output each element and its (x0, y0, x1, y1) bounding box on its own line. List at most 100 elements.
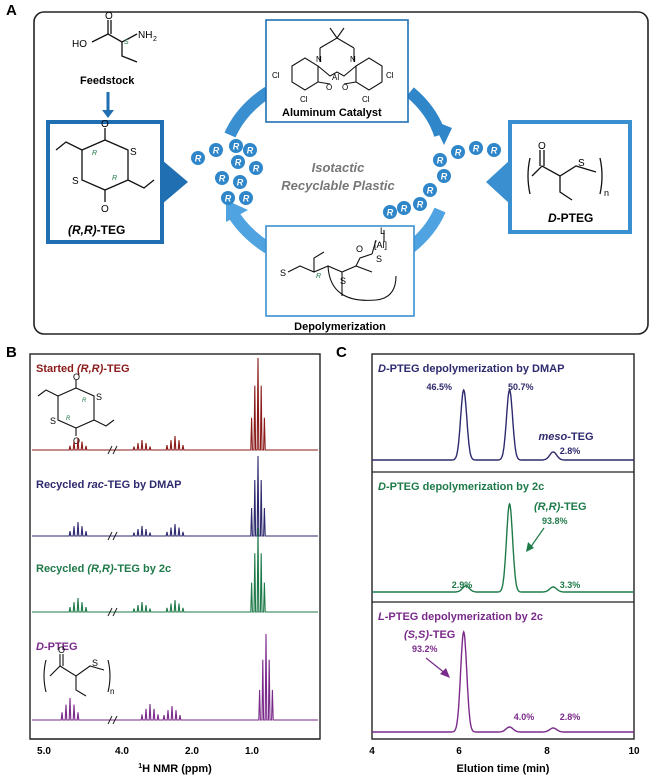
nmr-frame (29, 353, 321, 740)
gpc-title-1: D-PTEG depolymerization by 2c (378, 481, 544, 493)
nmr-poly-n: n (110, 687, 114, 696)
monomer-structure (55, 128, 155, 202)
gpc2-arrow (425, 657, 447, 675)
nmr-monomer-structure (37, 380, 115, 436)
panel-a: HO O NH 2 S Feedstock O S S O R R (R,R)-… (33, 11, 649, 335)
monomer-s-right: S (130, 147, 137, 158)
gpc2-peak-1: 4.0% (514, 712, 535, 722)
nmr-label-3: D-PTEG (36, 641, 78, 653)
gpc-trace-1 (372, 502, 634, 593)
polymer-s: S (578, 158, 585, 169)
gpc0-peak-0: 46.5% (426, 382, 452, 392)
gpc2-peak-2: 2.8% (560, 712, 581, 722)
beads-right (383, 141, 501, 219)
catalyst-o1: O (326, 83, 332, 92)
gpc2-annot: (S,S)-TEG (404, 629, 455, 641)
atom-ho: HO (72, 39, 87, 50)
gpc-tick-1: 6 (456, 746, 462, 757)
depoly-al: [Al] (374, 240, 387, 250)
catalyst-cl2: Cl (386, 71, 394, 80)
monomer-label: (R,R)-TEG (68, 223, 125, 237)
beads-left (191, 139, 263, 205)
gpc-tick-2: 8 (544, 746, 550, 757)
gpc-traces (372, 388, 634, 733)
polymer-label: D-PTEG (548, 211, 593, 225)
arrow-head-catalyst (432, 120, 452, 145)
depoly-o1: O (356, 244, 363, 254)
nmr-trace-0 (32, 357, 318, 451)
gpc-frame (371, 353, 635, 740)
gpc1-peak-0: 2.9% (452, 580, 473, 590)
arrow-head-depoly (226, 200, 248, 222)
gpc-tick-3: 10 (628, 746, 640, 757)
catalyst-box (265, 19, 409, 123)
polymer-n: n (604, 188, 609, 198)
catalyst-n1: N (316, 55, 322, 64)
nmr-label-1: Recycled rac-TEG by DMAP (36, 479, 182, 491)
nmr-xlabel: 1H NMR (ppm) (138, 763, 212, 775)
gpc-xlabel: Elution time (min) (457, 763, 550, 775)
catalyst-cl1: Cl (272, 71, 280, 80)
polymer-box-pointer (486, 160, 510, 204)
panel-a-letter: A (6, 2, 17, 19)
nmr-mono-o1: O (73, 372, 80, 382)
nmr-trace-labels: Started (R,R)-TEG Recycled rac-TEG by DM… (36, 363, 182, 653)
nmr-poly-o: O (58, 645, 65, 655)
monomer-r2: R (112, 175, 117, 182)
panel-b-nmr: Started (R,R)-TEG Recycled rac-TEG by DM… (29, 353, 321, 775)
panel-a-frame (33, 11, 649, 335)
gpc0-annot: meso-TEG (538, 431, 593, 443)
nmr-mono-s2: S (50, 416, 56, 426)
gpc1-annot: (R,R)-TEG (534, 501, 587, 513)
catalyst-o2: O (342, 83, 348, 92)
feedstock-structure (91, 20, 138, 63)
gpc1-peak-2: 3.3% (560, 580, 581, 590)
atom-nh2-sub: 2 (153, 36, 157, 43)
catalyst-cl3: Cl (300, 95, 308, 104)
feedstock-label: Feedstock (80, 75, 135, 87)
monomer-r1: R (92, 150, 97, 157)
nmr-axis-break (107, 531, 118, 541)
nmr-polymer-structure (43, 654, 111, 697)
nmr-tick-1: 4.0 (115, 746, 129, 757)
catalyst-al: Al (332, 73, 339, 82)
polymer-o: O (538, 141, 546, 152)
nmr-tick-0: 5.0 (37, 746, 51, 757)
catalyst-label: Aluminum Catalyst (282, 107, 382, 119)
nmr-tick-3: 1.0 (245, 746, 259, 757)
center-line1: Isotactic (312, 160, 366, 175)
nmr-label-0: Started (R,R)-TEG (36, 363, 130, 375)
depoly-r: R (316, 273, 321, 280)
gpc0-peak-1: 50.7% (508, 382, 534, 392)
monomer-s-left: S (72, 176, 79, 187)
polymer-box (508, 120, 632, 234)
nmr-mono-r2: R (66, 416, 71, 422)
panel-b-letter: B (6, 344, 17, 361)
nmr-axis-break (107, 607, 118, 617)
nmr-mono-o2: O (73, 436, 80, 446)
gpc-title-2: L-PTEG depolymerization by 2c (378, 611, 543, 623)
polymer-structure (527, 150, 603, 201)
nmr-tick-2: 2.0 (185, 746, 199, 757)
center-line2: Recyclable Plastic (281, 178, 395, 193)
depoly-l: L (380, 226, 385, 236)
nmr-poly-s: S (92, 658, 98, 668)
nmr-mono-s1: S (96, 392, 102, 402)
monomer-o-top: O (101, 119, 109, 130)
nmr-trace-2 (32, 527, 318, 613)
monomer-o-bot: O (101, 204, 109, 215)
atom-o-top: O (105, 11, 113, 22)
gpc2-peak-0: 93.2% (412, 644, 438, 654)
depoly-label: Depolymerization (294, 321, 386, 333)
catalyst-cl4: Cl (362, 95, 370, 104)
nmr-axis-break (107, 445, 118, 455)
gpc-trace-2 (372, 630, 634, 733)
gpc-tick-0: 4 (369, 746, 375, 757)
nmr-trace-3 (32, 633, 318, 721)
depoly-s1: S (280, 268, 286, 278)
depoly-structure (287, 230, 397, 301)
depoly-s2: S (340, 276, 346, 286)
gpc1-arrow (529, 527, 545, 549)
catalyst-structure (291, 27, 383, 91)
nmr-label-2: Recycled (R,R)-TEG by 2c (36, 563, 171, 575)
